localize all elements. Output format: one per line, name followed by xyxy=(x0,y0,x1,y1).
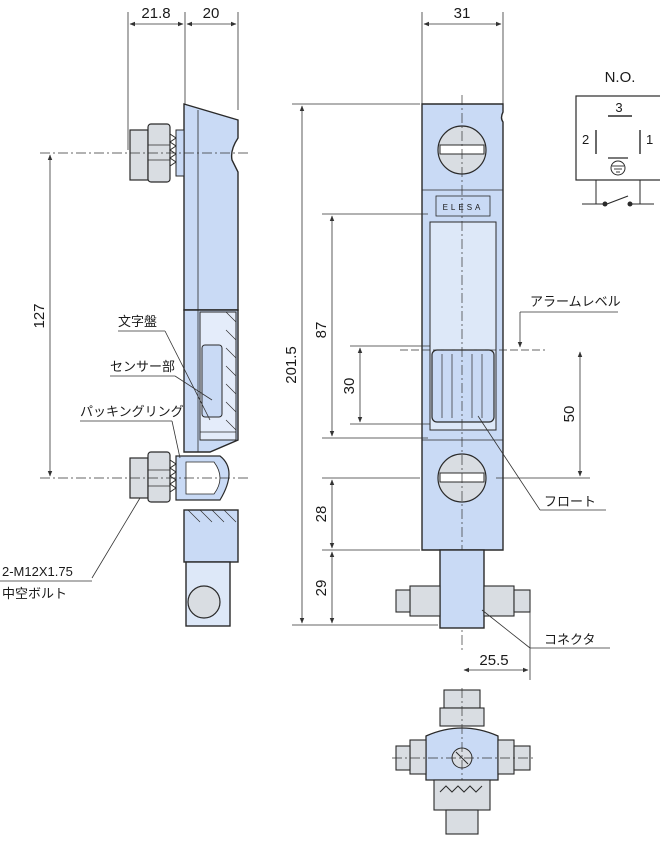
lower-hollow-bolt xyxy=(129,451,230,503)
label-packing-ring: パッキングリング xyxy=(80,404,184,419)
dim-overall-height: 201.5 xyxy=(283,346,300,384)
label-bolt-spec: 2-M12X1.75 xyxy=(2,564,73,579)
label-connector: コネクタ xyxy=(544,632,595,647)
circuit-mode: N.O. xyxy=(605,69,636,86)
circuit-pin-1: 1 xyxy=(646,132,653,147)
side-body-upper xyxy=(183,103,239,311)
front-connector xyxy=(395,549,531,629)
side-sensor-float xyxy=(201,344,223,418)
switch-arm xyxy=(606,195,629,205)
dim-alarm-to-bottom: 50 xyxy=(561,406,578,423)
dim-front-width: 31 xyxy=(454,5,471,22)
circuit-pin-2: 2 xyxy=(582,132,589,147)
label-bolt-type: 中空ボルト xyxy=(2,586,67,601)
dim-sensor-range: 87 xyxy=(313,322,330,339)
label-dial: 文字盤 xyxy=(118,314,157,329)
front-float xyxy=(431,349,495,423)
dim-side-width-a: 21.8 xyxy=(141,5,170,22)
dim-mount-pitch: 127 xyxy=(31,303,48,328)
front-view: 31 ELESA xyxy=(283,5,621,680)
side-connector-circle xyxy=(187,585,221,619)
switch-contact-left xyxy=(602,201,608,207)
dim-side-width-b: 20 xyxy=(203,5,220,22)
side-view: 21.8 20 xyxy=(0,5,250,627)
dim-connector-offset: 29 xyxy=(313,580,330,597)
side-lower-block xyxy=(183,509,239,563)
bottom-view xyxy=(392,688,536,835)
ground-icon xyxy=(610,160,626,176)
circuit-symbol: N.O. 3 2 1 xyxy=(575,69,660,207)
dim-float-travel: 30 xyxy=(341,378,358,395)
label-alarm-level: アラームレベル xyxy=(530,294,621,309)
circuit-pin-3: 3 xyxy=(615,100,622,115)
brand-logo-text: ELESA xyxy=(443,203,484,212)
label-float: フロート xyxy=(544,494,596,509)
dim-connector-width: 25.5 xyxy=(479,652,508,669)
dim-lower-offset: 28 xyxy=(313,506,330,523)
label-sensor: センサー部 xyxy=(110,359,175,374)
